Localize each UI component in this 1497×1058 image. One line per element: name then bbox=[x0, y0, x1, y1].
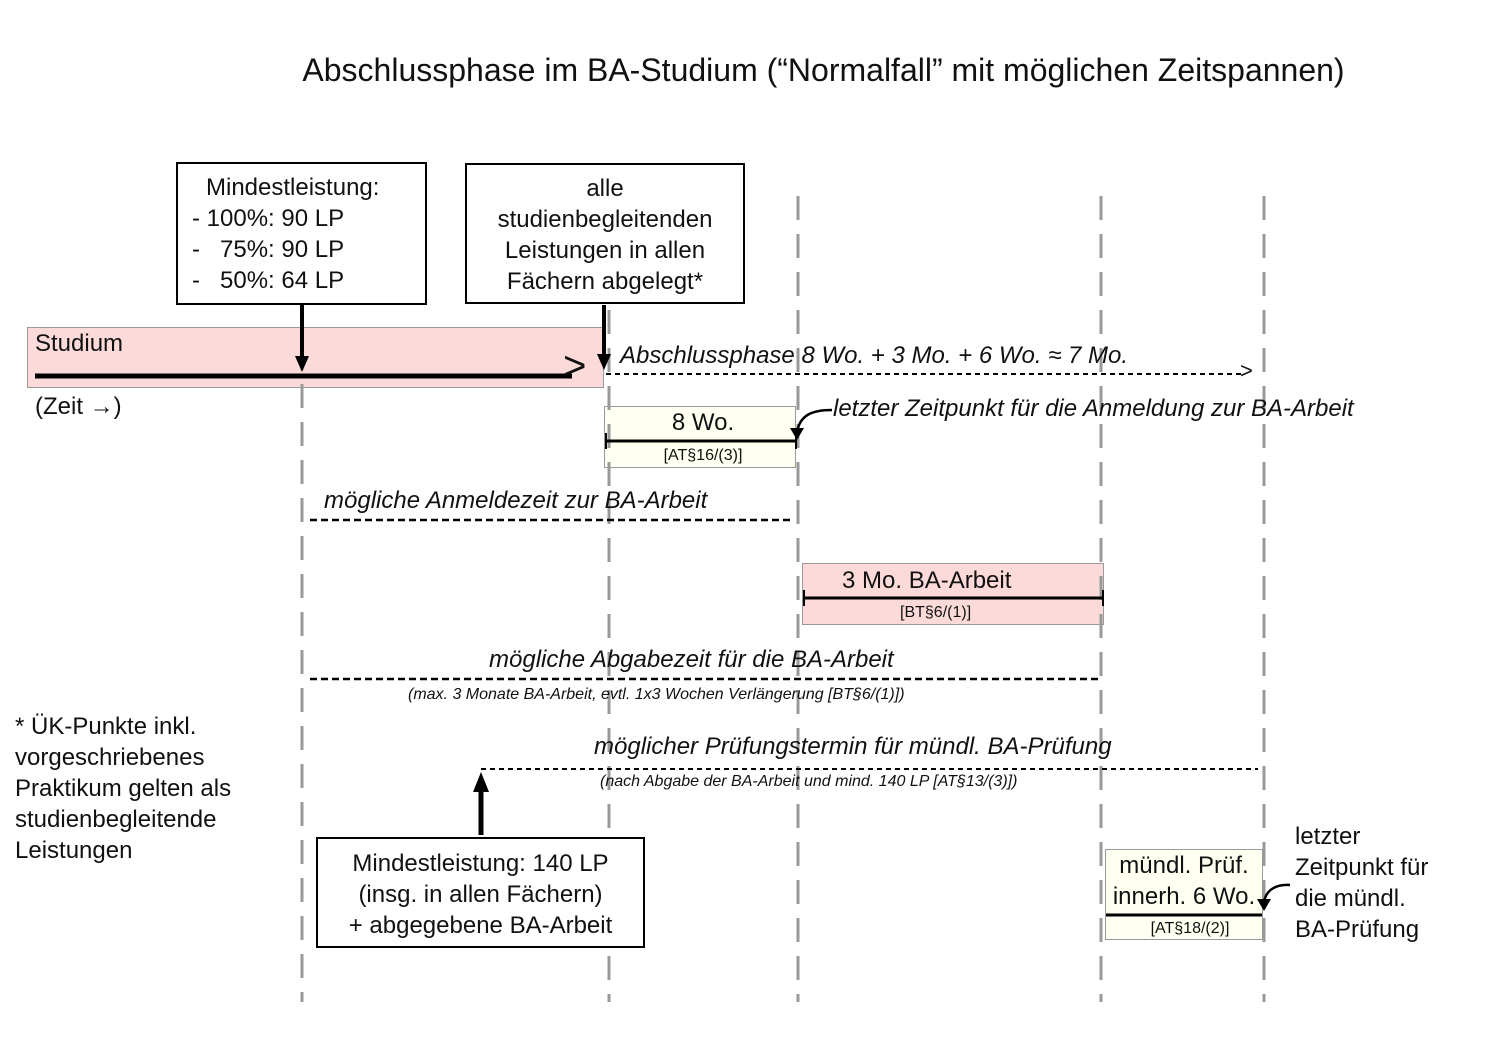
footnote-line-1: * ÜK-Punkte inkl. bbox=[15, 713, 197, 740]
box-alle-line-3: Leistungen in allen bbox=[504, 237, 706, 264]
box-mindestleistung-140: Mindestleistung: 140 LP (insg. in allen … bbox=[316, 837, 645, 948]
ba-arbeit-box bbox=[802, 563, 1104, 625]
pruefungstermin-label: möglicher Prüfungstermin für mündl. BA-P… bbox=[594, 733, 1112, 760]
letzter-muendl-line-1: letzter bbox=[1295, 823, 1361, 850]
footnote-line-3: Praktikum gelten als bbox=[15, 775, 232, 802]
abschluss-label: Abschlussphase 8 Wo. + 3 Mo. + 6 Wo. ≈ 7… bbox=[620, 342, 1129, 369]
ba-arbeit-ref: [BT§6/(1)] bbox=[900, 604, 972, 621]
muendl-line-1: mündl. Prüf. bbox=[1119, 852, 1249, 879]
page-title: Abschlussphase im BA-Studium (“Normalfal… bbox=[302, 52, 1345, 88]
box-mindestleistung: Mindestleistung: - 100%: 90 LP - 75%: 90… bbox=[176, 162, 427, 305]
abgabezeit-note: (max. 3 Monate BA-Arbeit, evtl. 1x3 Woch… bbox=[408, 686, 905, 703]
muendl-line-2: innerh. 6 Wo. bbox=[1112, 883, 1256, 910]
wo8-box bbox=[604, 406, 796, 468]
box-140-line-3: + abgegebene BA-Arbeit bbox=[348, 912, 613, 939]
muendl-box bbox=[1105, 849, 1263, 940]
letzter-muendl-label: letzter Zeitpunkt für die mündl. BA-Prüf… bbox=[1295, 821, 1428, 945]
pruefungstermin-note: (nach Abgabe der BA-Arbeit und mind. 140… bbox=[600, 773, 1018, 790]
studium-label: Studium bbox=[35, 330, 124, 357]
wo8-label: 8 Wo. bbox=[671, 409, 735, 436]
box-140-line-2: (insg. in allen Fächern) bbox=[358, 881, 603, 908]
footnote-line-4: studienbegleitende bbox=[15, 806, 217, 833]
box-min-line-3: - 75%: 90 LP bbox=[192, 236, 345, 263]
box-alle-line-4: Fächern abgelegt* bbox=[506, 268, 704, 295]
study-arrowhead: > bbox=[563, 344, 587, 388]
box-min-line-2: - 100%: 90 LP bbox=[192, 205, 345, 232]
muendl-ref: [AT§18/(2)] bbox=[1150, 920, 1230, 937]
arrowhead-alle bbox=[597, 354, 611, 370]
box-140-line-1: Mindestleistung: 140 LP bbox=[352, 850, 609, 877]
arrowhead-min bbox=[295, 356, 309, 372]
box-alle-line-2: studienbegleitenden bbox=[497, 206, 713, 233]
muendl-label: mündl. Prüf. innerh. 6 Wo. bbox=[1102, 850, 1266, 912]
abschluss-arrowhead: > bbox=[1240, 358, 1253, 383]
box-alle-line-1: alle bbox=[586, 175, 624, 202]
ba-arbeit-label: 3 Mo. BA-Arbeit bbox=[842, 567, 1012, 594]
letzter-muendl-line-2: Zeitpunkt für bbox=[1295, 854, 1429, 881]
letzter-muendl-line-3: die mündl. bbox=[1295, 885, 1406, 912]
footnote: * ÜK-Punkte inkl. vorgeschriebenes Prakt… bbox=[15, 711, 231, 866]
abgabezeit-label: mögliche Abgabezeit für die BA-Arbeit bbox=[489, 646, 894, 673]
box-alle-leistungen: alle studienbegleitenden Leistungen in a… bbox=[465, 163, 745, 304]
footnote-line-5: Leistungen bbox=[15, 837, 133, 864]
footnote-line-2: vorgeschriebenes bbox=[15, 744, 205, 771]
box-min-line-1: Mindestleistung: bbox=[206, 174, 380, 201]
zeit-label: (Zeit →) bbox=[35, 393, 122, 420]
wo8-ref: [AT§16/(3)] bbox=[663, 447, 743, 464]
box-min-line-4: - 50%: 64 LP bbox=[192, 267, 345, 294]
letzter-muendl-line-4: BA-Prüfung bbox=[1295, 916, 1420, 943]
anmeldezeit-label: mögliche Anmeldezeit zur BA-Arbeit bbox=[324, 487, 708, 514]
letzter-anmeldung-label: letzter Zeitpunkt für die Anmeldung zur … bbox=[833, 395, 1354, 422]
